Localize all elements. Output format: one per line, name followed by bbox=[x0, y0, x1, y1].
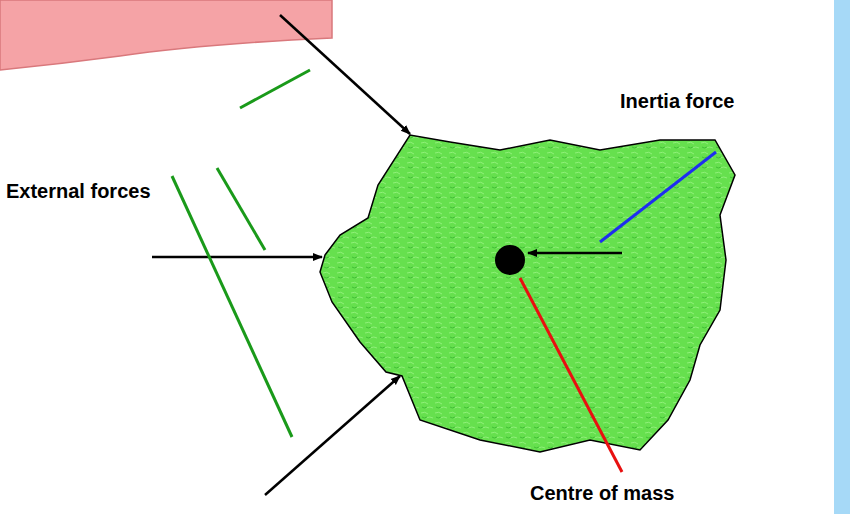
force-arrow bbox=[265, 376, 400, 495]
centre-of-mass-label: Centre of mass bbox=[530, 482, 675, 504]
side-band bbox=[834, 0, 850, 514]
leader-line bbox=[600, 152, 716, 242]
leader-line bbox=[240, 70, 310, 108]
callout-shape bbox=[0, 0, 332, 70]
inertia-force-label: Inertia force bbox=[620, 90, 734, 112]
force-arrow bbox=[152, 256, 322, 259]
leader-line bbox=[217, 168, 265, 250]
leader-line bbox=[520, 278, 622, 472]
inertia-arrow bbox=[528, 252, 622, 255]
external-forces-label: External forces bbox=[6, 180, 151, 202]
centre-of-mass-dot bbox=[495, 245, 525, 275]
leader-line bbox=[172, 176, 292, 437]
